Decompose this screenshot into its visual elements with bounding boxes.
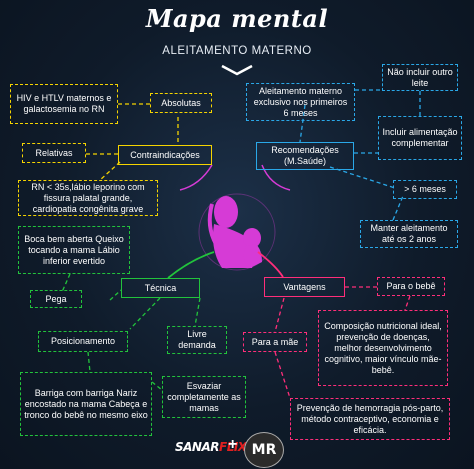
node-esvaziar: Esvaziar completamente as mamas bbox=[162, 376, 246, 418]
chevron-down-icon bbox=[221, 64, 253, 76]
node-para-mae: Para a mãe bbox=[243, 332, 307, 352]
node-recomendacoes: Recomendações (M.Saúde) bbox=[256, 142, 354, 170]
page-subtitle: ALEITAMENTO MATERNO bbox=[162, 45, 312, 57]
node-absolutas: Absolutas bbox=[150, 93, 212, 113]
node-vantagens: Vantagens bbox=[264, 277, 345, 297]
node-boca: Boca bem aberta Queixo tocando a mama Lá… bbox=[18, 226, 130, 274]
node-prevencao: Prevenção de hemorragia pós-parto, métod… bbox=[290, 398, 450, 440]
node-aleitamento-6m: Aleitamento materno exclusivo nos primei… bbox=[246, 83, 355, 121]
node-manter-2anos: Manter aleitamento até os 2 anos bbox=[360, 220, 458, 248]
mother-and-baby-silhouette-icon bbox=[198, 193, 276, 271]
node-hiv: HIV e HTLV maternos e galactosemia no RN bbox=[10, 84, 118, 124]
node-barriga: Barriga com barriga Nariz encostado na m… bbox=[20, 372, 152, 436]
node-nao-incluir: Não incluir outro leite bbox=[382, 64, 458, 91]
plus-sign: + bbox=[228, 436, 238, 453]
node-posicionamento: Posicionamento bbox=[38, 331, 128, 352]
mr-logo: MR bbox=[244, 432, 284, 468]
node-contraindicacoes: Contraindicações bbox=[118, 145, 212, 165]
node-livre-demanda: Livre demanda bbox=[167, 326, 227, 354]
node-para-bebe: Para o bebê bbox=[377, 277, 445, 296]
node-incluir-alimentacao: Incluir alimentação complementar bbox=[378, 116, 462, 160]
node-tecnica: Técnica bbox=[121, 278, 200, 298]
page-title: Mapa mental bbox=[145, 4, 329, 33]
node-rn35: RN < 35s,lábio leporino com fissura pala… bbox=[18, 180, 158, 216]
node-mais-6m: > 6 meses bbox=[393, 180, 457, 199]
node-relativas: Relativas bbox=[22, 143, 86, 163]
node-pega: Pega bbox=[30, 290, 82, 308]
sanarflix-logo: SANARFLIX bbox=[175, 440, 247, 454]
node-composicao: Composição nutricional ideal, prevenção … bbox=[318, 310, 448, 386]
